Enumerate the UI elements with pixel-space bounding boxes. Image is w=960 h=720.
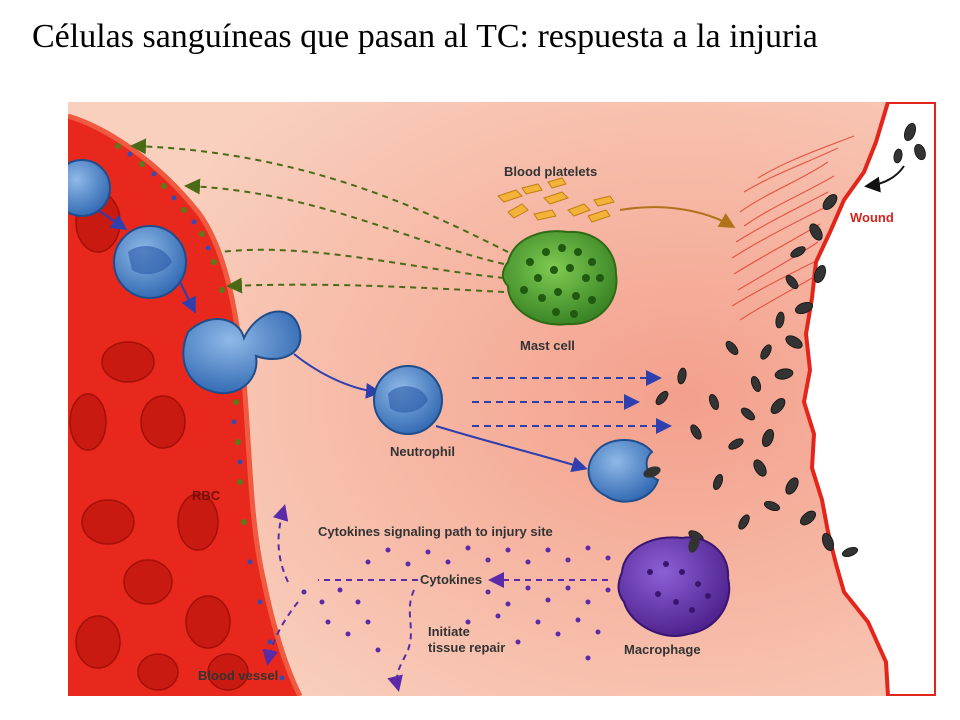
label-cytokines-signaling-path: Cytokines signaling path to injury site [318,524,553,539]
vessel-wall-platelets [115,143,285,681]
cytokine-particles [301,545,611,661]
bacteria-entry-arrow [864,165,905,193]
wound-healing-diagram: Blood platelets Wound Mast cell Neutroph… [68,102,936,696]
slide-title: Células sanguíneas que pasan al TC: resp… [32,18,818,55]
neutrophil-in-vessel-1 [68,159,111,217]
wound-opening [801,102,936,696]
diapedesis-arrow [293,353,382,399]
mast-cell-signal-arrows [130,138,509,294]
cytokine-signal-arrows [262,504,608,692]
neutrophil-in-vessel-2 [113,225,187,299]
neutrophil-chemotaxis-arrows [472,370,672,434]
label-macrophage: Macrophage [624,642,701,657]
vessel-flow-arrow-2 [179,281,196,314]
label-neutrophil: Neutrophil [390,444,455,459]
label-blood-platelets: Blood platelets [504,164,597,179]
red-blood-cells [69,191,249,691]
label-tissue-repair: tissue repair [428,640,505,655]
label-mast-cell: Mast cell [520,338,575,353]
neutrophil-to-phagocyte-arrow [435,425,588,473]
neutrophil-in-tissue [373,365,443,435]
label-wound: Wound [850,210,894,225]
label-initiate: Initiate [428,624,470,639]
macrophage [617,535,731,637]
label-blood-vessel: Blood vessel [198,668,278,683]
mast-cell [501,230,618,326]
vessel-flow-arrow-1 [97,209,128,231]
neutrophil-squeezing-through-wall [182,310,302,395]
bacteria [655,122,926,558]
platelet-migration-arrow [619,206,736,229]
label-rbc: RBC [192,488,221,503]
blood-platelet-cluster [497,177,615,223]
label-cytokines: Cytokines [420,572,482,587]
phagocytosing-neutrophil [587,439,661,503]
fibrin-strands [731,135,855,321]
